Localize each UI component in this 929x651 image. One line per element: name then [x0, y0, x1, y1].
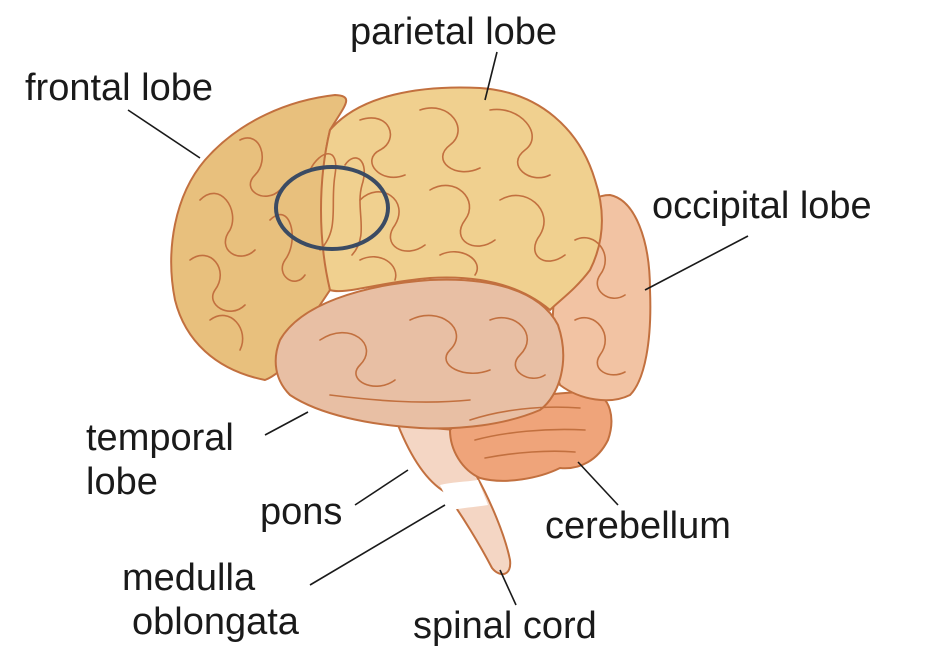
label-parietal-lobe: parietal lobe	[350, 10, 557, 54]
label-cerebellum: cerebellum	[545, 504, 731, 548]
label-frontal-lobe: frontal lobe	[25, 66, 213, 110]
parietal-lobe-shape	[321, 87, 602, 310]
label-temporal-line2: lobe	[86, 460, 234, 504]
label-temporal-lobe: temporal lobe	[86, 416, 234, 504]
label-temporal-line1: temporal	[86, 416, 234, 460]
label-occipital-lobe: occipital lobe	[652, 184, 872, 228]
label-pons: pons	[260, 490, 342, 534]
label-spinal-cord: spinal cord	[413, 604, 597, 648]
label-medulla-oblongata: medulla oblongata	[122, 556, 299, 644]
label-medulla-line2: oblongata	[132, 600, 299, 644]
label-medulla-line1: medulla	[122, 556, 299, 600]
